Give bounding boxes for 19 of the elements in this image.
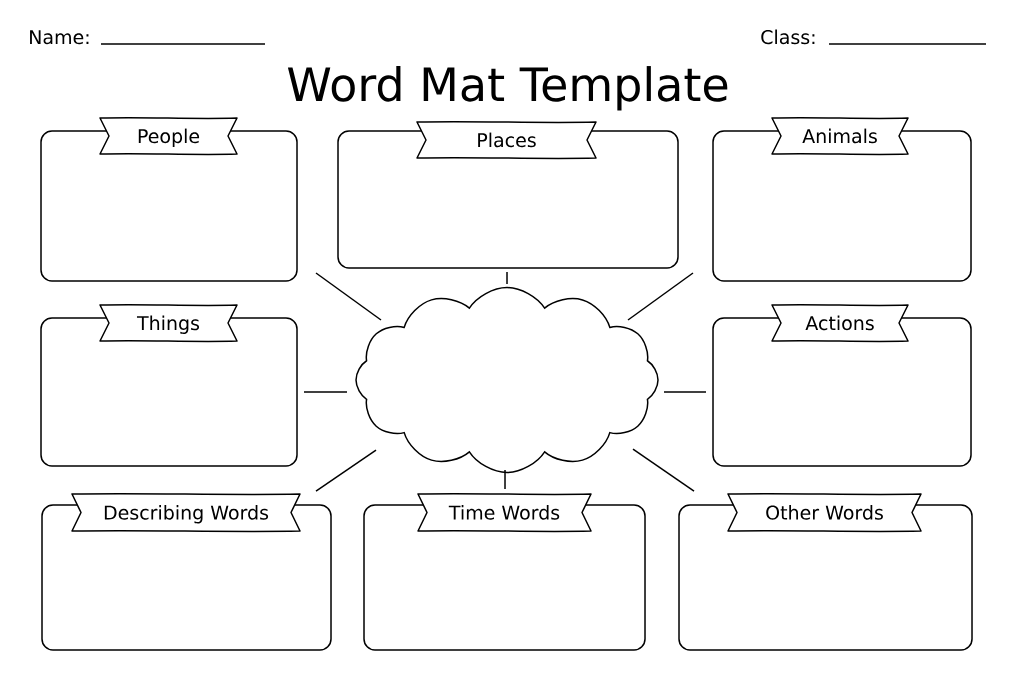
ribbon-banner: Actions (771, 303, 909, 343)
ribbon-banner: People (99, 116, 238, 156)
spoke-line (663, 391, 707, 393)
spoke-line (632, 448, 695, 492)
ribbon-banner: Things (99, 303, 238, 343)
ribbon-banner: Other Words (727, 492, 922, 533)
title: Word Mat Template (287, 66, 728, 111)
spoke-line (627, 272, 694, 321)
ribbon-banner: Animals (771, 116, 909, 156)
field-label: Name: (30, 30, 89, 45)
ribbon-banner: Describing Words (71, 492, 301, 533)
field-label: Class: (761, 29, 815, 45)
spoke-line (315, 272, 382, 321)
ribbon-banner: Places (416, 120, 597, 160)
cloud-shape (355, 286, 659, 474)
spoke-line (506, 271, 508, 285)
spoke-line (303, 391, 348, 393)
spoke-line (504, 469, 506, 490)
ribbon-banner: Time Words (417, 492, 592, 533)
